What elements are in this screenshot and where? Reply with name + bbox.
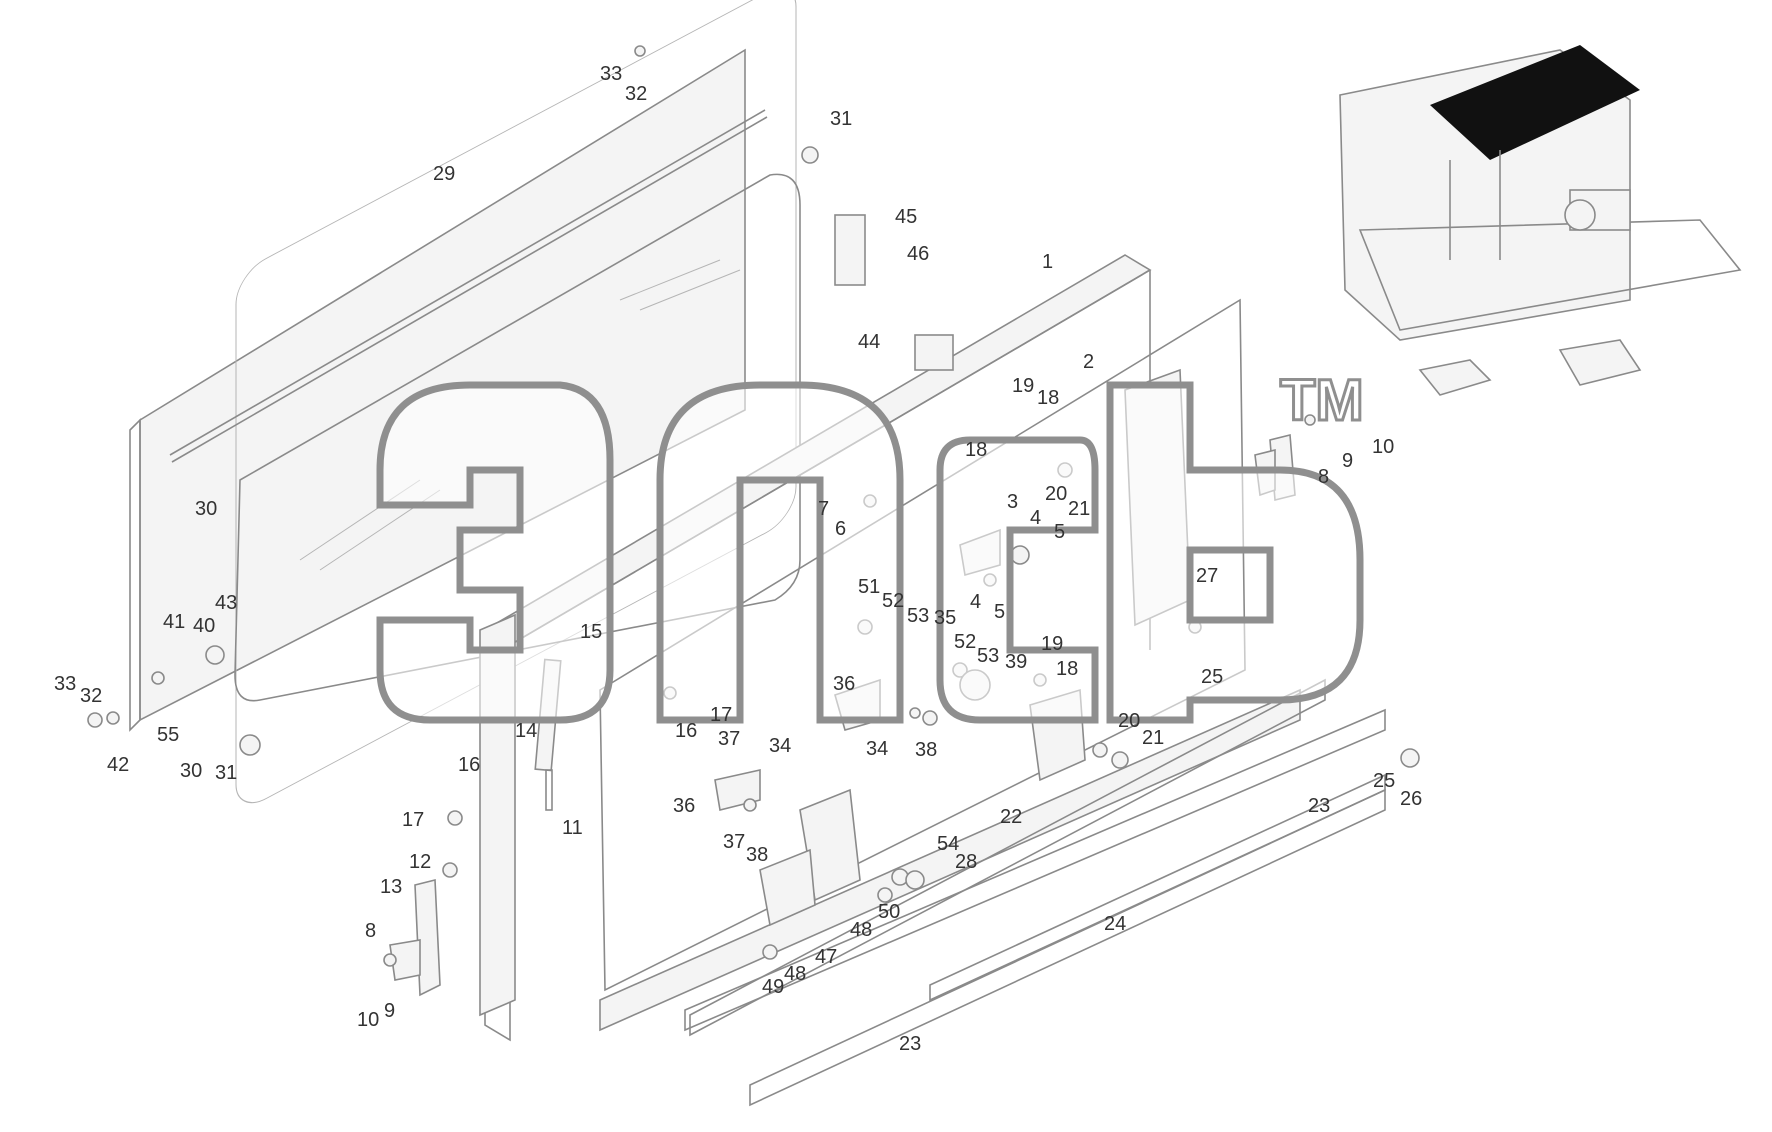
handle-8-left <box>389 878 441 997</box>
callout-2: 2 <box>1083 351 1094 373</box>
callout-13: 13 <box>380 876 402 898</box>
callout-31: 31 <box>830 108 852 130</box>
callout-16: 16 <box>675 720 697 742</box>
callout-10: 10 <box>1372 436 1394 458</box>
callout-34: 34 <box>769 735 791 757</box>
callout-27: 27 <box>1196 565 1218 587</box>
callout-23: 23 <box>1308 795 1330 817</box>
callout-51: 51 <box>858 576 880 598</box>
callout-30: 30 <box>195 498 217 520</box>
callout-48: 48 <box>850 919 872 941</box>
callout-55: 55 <box>157 724 179 746</box>
callout-48: 48 <box>784 963 806 985</box>
callout-43: 43 <box>215 592 237 614</box>
callout-10: 10 <box>357 1009 379 1031</box>
callout-17: 17 <box>402 809 424 831</box>
callout-32: 32 <box>80 685 102 707</box>
watermark-tm: TM <box>1280 368 1364 433</box>
callout-3: 3 <box>1007 491 1018 513</box>
callout-8: 8 <box>365 920 376 942</box>
callout-25: 25 <box>1201 666 1223 688</box>
callout-53: 53 <box>977 645 999 667</box>
callout-16: 16 <box>458 754 480 776</box>
callout-19: 19 <box>1041 633 1063 655</box>
callout-44: 44 <box>858 331 880 353</box>
callout-18: 18 <box>1056 658 1078 680</box>
callout-39: 39 <box>1005 651 1027 673</box>
callout-37: 37 <box>718 728 740 750</box>
callout-40: 40 <box>193 615 215 637</box>
callout-38: 38 <box>915 739 937 761</box>
callout-26: 26 <box>1400 788 1422 810</box>
callout-24: 24 <box>1104 913 1126 935</box>
callout-9: 9 <box>1342 450 1353 472</box>
callout-32: 32 <box>625 83 647 105</box>
scraper-blades-23-24 <box>684 678 1386 1107</box>
callout-53: 53 <box>907 605 929 627</box>
callout-8: 8 <box>1318 466 1329 488</box>
callout-5: 5 <box>994 601 1005 623</box>
callout-4: 4 <box>1030 507 1041 529</box>
callout-36: 36 <box>833 673 855 695</box>
machine-overview-thumbnail <box>1339 45 1742 396</box>
callout-28: 28 <box>955 851 977 873</box>
callout-29: 29 <box>433 163 455 185</box>
callout-22: 22 <box>1000 806 1022 828</box>
callout-30: 30 <box>180 760 202 782</box>
callout-1: 1 <box>1042 251 1053 273</box>
callout-45: 45 <box>895 206 917 228</box>
callout-37: 37 <box>723 831 745 853</box>
callout-12: 12 <box>409 851 431 873</box>
callout-46: 46 <box>907 243 929 265</box>
callout-47: 47 <box>815 946 837 968</box>
callout-9: 9 <box>384 1000 395 1022</box>
callout-23: 23 <box>899 1033 921 1055</box>
callout-5: 5 <box>1054 521 1065 543</box>
callout-17: 17 <box>710 704 732 726</box>
callout-33: 33 <box>600 63 622 85</box>
callout-15: 15 <box>580 621 602 643</box>
callout-42: 42 <box>107 754 129 776</box>
callout-18: 18 <box>965 439 987 461</box>
callout-33: 33 <box>54 673 76 695</box>
callout-34: 34 <box>866 738 888 760</box>
callout-14: 14 <box>515 720 537 742</box>
callout-21: 21 <box>1068 498 1090 520</box>
callout-20: 20 <box>1045 483 1067 505</box>
callout-6: 6 <box>835 518 846 540</box>
callout-19: 19 <box>1012 375 1034 397</box>
cover-45-46 <box>834 214 954 371</box>
callout-20: 20 <box>1118 710 1140 732</box>
callout-52: 52 <box>954 631 976 653</box>
callout-38: 38 <box>746 844 768 866</box>
callout-21: 21 <box>1142 727 1164 749</box>
callout-50: 50 <box>878 901 900 923</box>
watermark-logo: TM <box>376 367 1365 724</box>
callout-4: 4 <box>970 591 981 613</box>
callout-11: 11 <box>562 817 583 839</box>
callout-31: 31 <box>215 762 237 784</box>
callout-49: 49 <box>762 976 784 998</box>
callout-54: 54 <box>937 833 959 855</box>
callout-52: 52 <box>882 590 904 612</box>
callout-18: 18 <box>1037 387 1059 409</box>
callout-41: 41 <box>163 611 185 633</box>
callout-36: 36 <box>673 795 695 817</box>
callout-25: 25 <box>1373 770 1395 792</box>
callout-35: 35 <box>934 607 956 629</box>
callout-7: 7 <box>818 498 829 520</box>
